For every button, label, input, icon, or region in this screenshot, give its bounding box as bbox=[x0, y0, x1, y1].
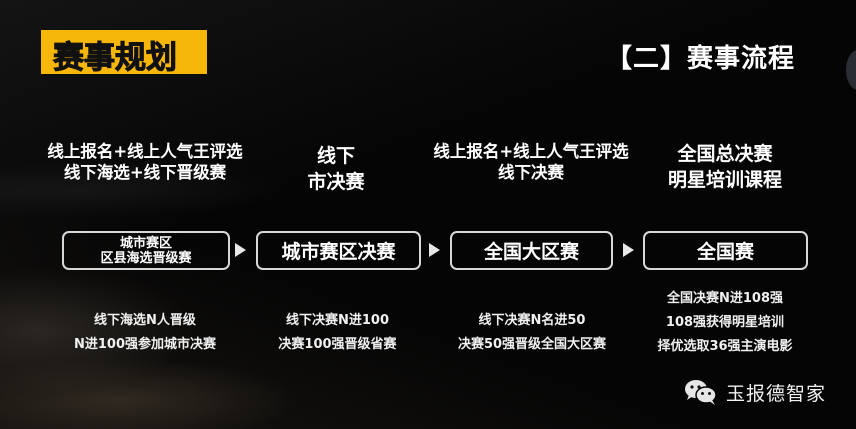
arrow-right-icon bbox=[235, 243, 246, 257]
stage-2-top-line-2: 市决赛 bbox=[307, 171, 365, 193]
stage-4-box-label: 全国赛 bbox=[696, 241, 754, 263]
watermark: 玉报德智家 bbox=[684, 378, 826, 406]
stage-4-detail-1: 全国决赛N进108强 bbox=[666, 291, 784, 306]
stage-2-top-line-1: 线下 bbox=[316, 145, 355, 167]
stage-1-top-line-1: 线上报名+线上人气王评选 bbox=[47, 142, 243, 161]
stage-4-details: 全国决赛N进108强 108强获得明星培训 择优选取36强主演电影 bbox=[640, 287, 810, 359]
stage-1-detail-1: 线下海选N人晋级 bbox=[94, 313, 196, 328]
stage-1-details: 线下海选N人晋级 N进100强参加城市决赛 bbox=[55, 309, 235, 357]
stage-1-box: 城市赛区 区县海选晋级赛 bbox=[62, 231, 230, 270]
stage-3-details: 线下决赛N名进50 决赛50强晋级全国大区赛 bbox=[437, 309, 627, 357]
title-badge: 赛事规划 bbox=[41, 30, 207, 77]
stage-4-top-line-2: 明星培训课程 bbox=[667, 169, 782, 191]
watermark-text: 玉报德智家 bbox=[726, 382, 827, 405]
stage-4-box: 全国赛 bbox=[643, 231, 808, 270]
edge-decoration bbox=[846, 50, 856, 90]
stage-3-top-line-2: 线下决赛 bbox=[498, 163, 564, 182]
stage-3-top-label: 线上报名+线上人气王评选 线下决赛 bbox=[416, 141, 646, 183]
stage-2-top-label: 线下 市决赛 bbox=[276, 143, 396, 195]
stage-3-box-label: 全国大区赛 bbox=[483, 241, 579, 263]
stage-2-box-label: 城市赛区决赛 bbox=[281, 241, 396, 263]
stage-2-detail-1: 线下决赛N进100 bbox=[285, 313, 390, 328]
stage-1-box-line-2: 区县海选晋级赛 bbox=[100, 250, 192, 266]
stage-1-top-line-2: 线下海选+线下晋级赛 bbox=[63, 163, 227, 182]
badge-title: 赛事规划 bbox=[53, 40, 178, 77]
stage-1-box-line-1: 城市赛区 bbox=[119, 235, 172, 251]
stage-1-detail-2: N进100强参加城市决赛 bbox=[73, 337, 217, 352]
stage-4-top-line-1: 全国总决赛 bbox=[677, 143, 773, 165]
stage-3-detail-1: 线下决赛N名进50 bbox=[478, 313, 586, 328]
stage-1-top-label: 线上报名+线上人气王评选 线下海选+线下晋级赛 bbox=[30, 141, 260, 183]
stage-2-detail-2: 决赛100强晋级省赛 bbox=[278, 337, 397, 352]
stage-3-detail-2: 决赛50强晋级全国大区赛 bbox=[457, 337, 607, 352]
section-title: 【二】赛事流程 bbox=[606, 44, 796, 74]
wechat-icon bbox=[685, 380, 717, 405]
stage-2-details: 线下决赛N进100 决赛100强晋级省赛 bbox=[255, 309, 420, 357]
stage-4-detail-3: 择优选取36强主演电影 bbox=[657, 339, 793, 354]
stage-4-top-label: 全国总决赛 明星培训课程 bbox=[650, 141, 800, 193]
arrow-right-icon bbox=[623, 243, 634, 257]
arrow-right-icon bbox=[429, 243, 440, 257]
stage-4-detail-2: 108强获得明星培训 bbox=[665, 315, 785, 330]
stage-3-top-line-1: 线上报名+线上人气王评选 bbox=[433, 142, 629, 161]
stage-2-box: 城市赛区决赛 bbox=[256, 231, 421, 270]
stage-3-box: 全国大区赛 bbox=[450, 231, 613, 270]
